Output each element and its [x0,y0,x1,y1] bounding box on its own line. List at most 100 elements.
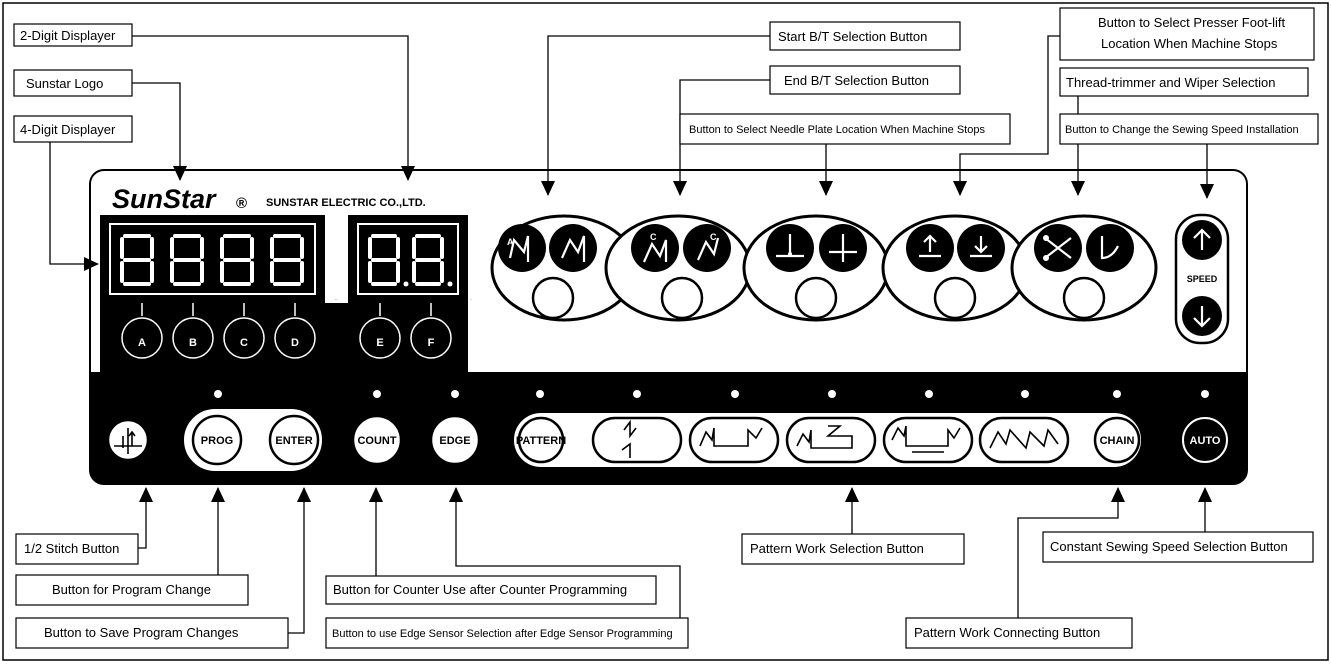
four-digit-0 [120,234,154,286]
key-e-label: E [376,337,383,349]
key-a-label: A [138,337,146,349]
pattern-three-button[interactable] [785,416,877,464]
callout-two-digit-displayer: 2-Digit Displayer [13,23,415,181]
key-d-button[interactable]: D [274,303,316,359]
two-digit-display: 8.8. [348,215,472,303]
auto-button[interactable]: AUTO [1182,417,1228,463]
led [731,390,739,398]
prog-label: PROG [201,435,233,447]
four-digit-2 [220,234,254,286]
end-bt-led [660,276,704,320]
callout-save-program: Button to Save Program Changes [15,487,311,649]
callout-pattern-connect: Pattern Work Connecting Button [905,487,1133,649]
led [633,390,641,398]
count-label: COUNT [357,435,396,447]
wiper-button[interactable] [1086,224,1134,272]
enter-label: ENTER [275,435,312,447]
callout-pattern-work: Pattern Work Selection Button [741,487,965,565]
two-digit-1 [412,234,453,287]
sunstar-logo: SunStar ® SUNSTAR ELECTRIC CO.,LTD. [112,184,426,214]
presser-foot-button-group [881,214,1029,322]
callout-half-stitch: 1/2 Stitch Button [15,487,153,565]
end-bt-d-button[interactable]: C [683,224,731,272]
logo-brand: SunStar [112,184,217,214]
start-bt-button-group: A [490,214,638,322]
edge-button[interactable]: EDGE [429,414,481,466]
pattern-label: PATTERN [516,435,566,447]
led [1021,390,1029,398]
key-c-button[interactable]: C [223,303,265,359]
led [1113,390,1121,398]
callout-counter-use-text: Button for Counter Use after Counter Pro… [333,582,627,597]
callout-pattern-work-text: Pattern Work Selection Button [750,541,924,556]
led [925,390,933,398]
pattern-button[interactable]: PATTERN [516,416,566,464]
four-digit-1 [170,234,204,286]
speed-up-button[interactable] [1182,220,1222,260]
callout-thread-trimmer: Thread-trimmer and Wiper Selection [1059,67,1309,196]
presser-foot-down-button[interactable] [957,224,1005,272]
callout-presser-foot-text-2: Location When Machine Stops [1101,36,1278,51]
speed-button-group: SPEED [1174,213,1230,345]
callout-program-change: Button for Program Change [15,487,249,606]
two-digit-0 [368,234,409,287]
start-bt-b-button[interactable] [549,224,597,272]
callout-constant-speed-text: Constant Sewing Speed Selection Button [1050,539,1288,554]
callout-pattern-connect-text: Pattern Work Connecting Button [914,625,1100,640]
led [214,390,222,398]
key-f-label: F [428,337,435,349]
led [451,390,459,398]
callout-needle-plate-text: Button to Select Needle Plate Location W… [689,124,985,136]
callout-four-digit-text: 4-Digit Displayer [20,122,116,137]
callout-program-change-text: Button for Program Change [52,582,211,597]
count-button[interactable]: COUNT [351,414,403,466]
key-a-button[interactable]: A [121,303,163,359]
trimmer-led [1062,276,1106,320]
key-d-label: D [291,337,299,349]
start-bt-a-button[interactable]: A [498,224,546,272]
led [1201,390,1209,398]
pattern-one-button[interactable] [591,416,683,464]
speed-down-button[interactable] [1182,296,1222,336]
led [536,390,544,398]
callout-save-program-text: Button to Save Program Changes [44,625,239,640]
prog-button[interactable]: PROG [191,414,243,466]
callout-needle-plate: Button to Select Needle Plate Location W… [679,113,1011,196]
chain-button[interactable]: CHAIN [1093,416,1141,464]
auto-label: AUTO [1190,435,1221,447]
key-c-label: C [240,337,248,349]
callout-sunstar-logo: Sunstar Logo [13,69,187,181]
chain-label: CHAIN [1100,435,1135,447]
end-bt-button-group: C C [604,214,752,322]
pattern-five-button[interactable] [978,416,1070,464]
trimmer-button[interactable] [1034,224,1082,272]
presser-foot-up-button[interactable] [906,224,954,272]
key-e-button[interactable]: E [359,303,401,359]
callout-sewing-speed: Button to Change the Sewing Speed Instal… [1059,113,1319,199]
key-b-label: B [189,337,197,349]
edge-label: EDGE [439,435,470,447]
callout-logo-text: Sunstar Logo [26,76,103,91]
logo-registered: ® [236,195,247,212]
callout-four-digit-displayer: 4-Digit Displayer [13,115,133,271]
half-stitch-button[interactable] [106,418,150,462]
callout-end-bt-text: End B/T Selection Button [784,73,929,88]
key-f-button[interactable]: F [410,303,452,359]
end-bt-c-button[interactable]: C [631,224,679,272]
enter-button[interactable]: ENTER [268,414,320,466]
pattern-two-button[interactable] [688,416,780,464]
needle-down-button[interactable] [819,224,867,272]
callout-counter-use: Button for Counter Use after Counter Pro… [325,487,657,605]
pattern-four-button[interactable] [882,416,974,464]
start-bt-a-icon: A [507,237,514,247]
four-digit-display: 8888 [100,215,338,303]
logo-company: SUNSTAR ELECTRIC CO.,LTD. [266,197,426,209]
four-digit-value: 8888 [335,299,338,301]
callout-presser-foot: Button to Select Presser Foot-lift Locat… [953,7,1315,196]
display-key-row: A B C D E F [100,303,468,373]
key-b-button[interactable]: B [172,303,214,359]
start-bt-led [531,276,575,320]
callout-constant-speed: Constant Sewing Speed Selection Button [1042,487,1314,563]
needle-up-button[interactable] [766,224,814,272]
